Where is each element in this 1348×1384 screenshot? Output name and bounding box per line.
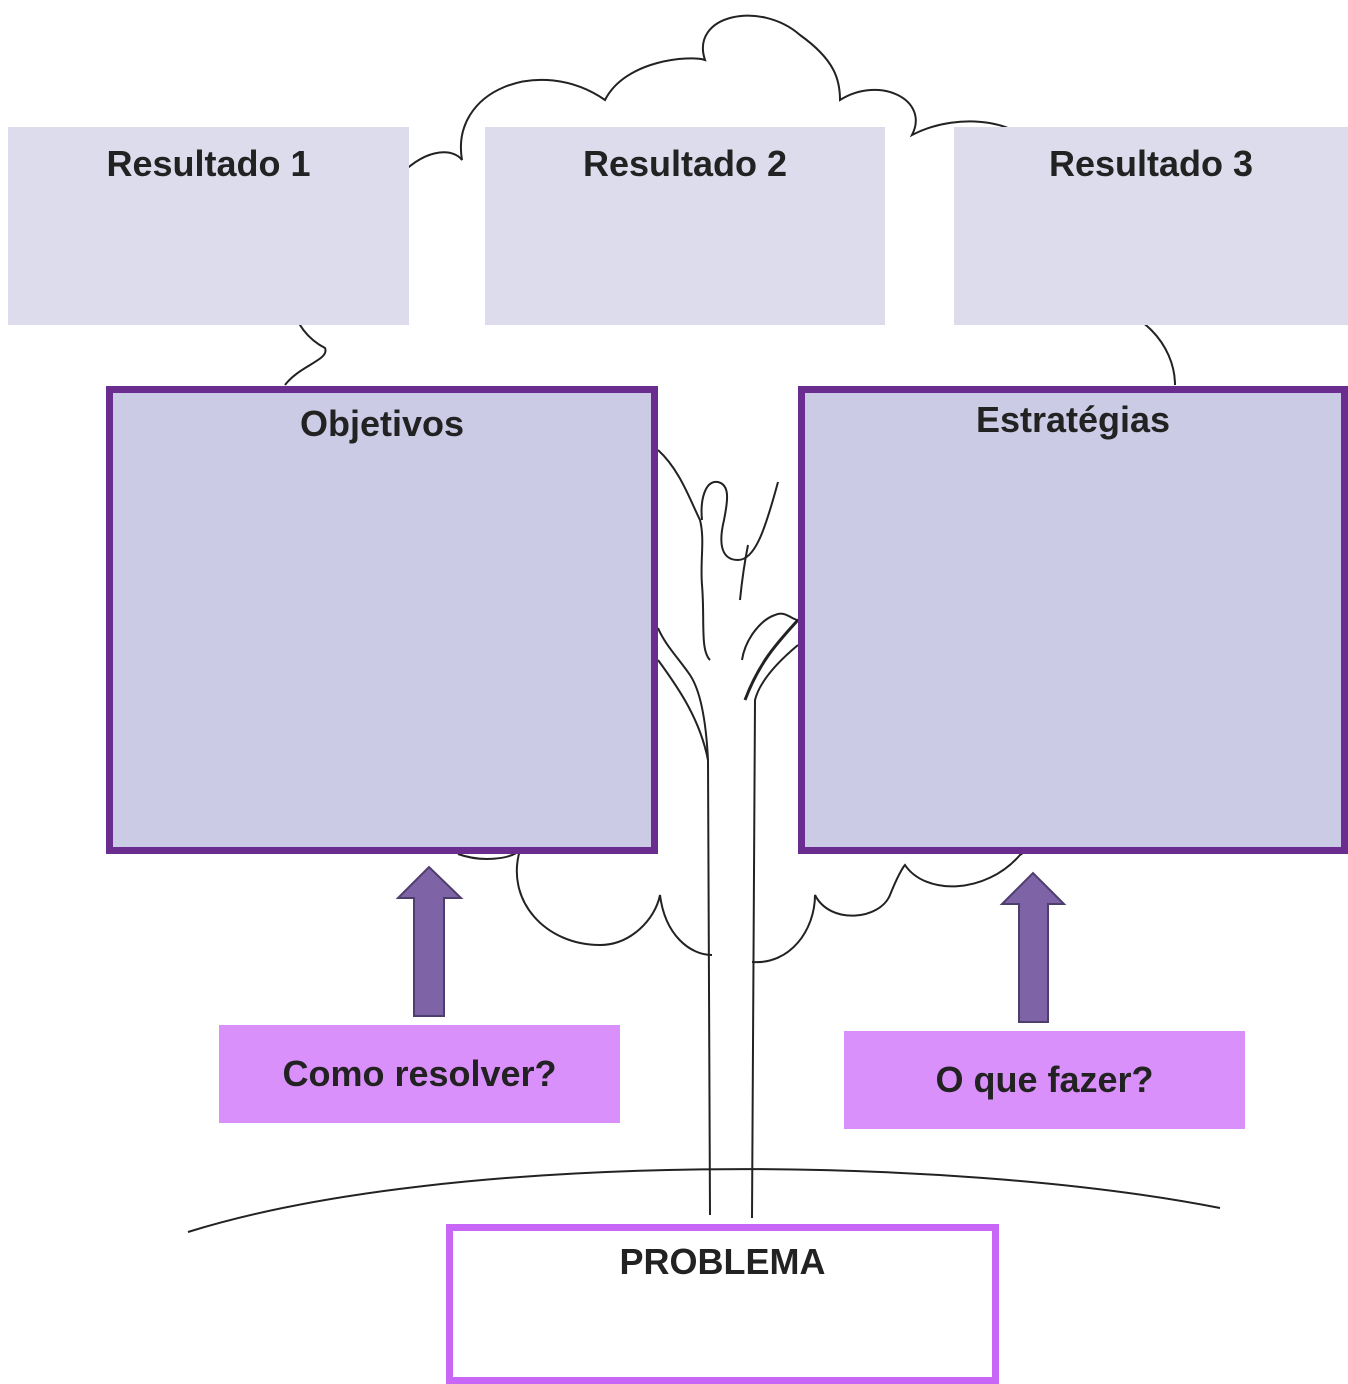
strategies-label: Estratégias xyxy=(975,399,1171,440)
result-2-label: Resultado 2 xyxy=(582,143,788,184)
tree-branch-left xyxy=(657,659,709,761)
strategies-panel: Estratégias xyxy=(798,386,1348,854)
canopy-outline-lower xyxy=(457,841,1041,964)
result-2-box: Resultado 2 xyxy=(485,127,885,325)
problem-label: PROBLEMA xyxy=(619,1241,826,1282)
arrow-up-left xyxy=(395,865,464,1017)
result-3-box: Resultado 3 xyxy=(954,127,1348,325)
question-how-label: Como resolver? xyxy=(282,1053,557,1094)
arrow-up-right xyxy=(999,871,1067,1023)
result-3-label: Resultado 3 xyxy=(1048,143,1254,184)
ground-line xyxy=(187,1168,1221,1233)
tree-branch xyxy=(657,449,711,661)
result-1-label: Resultado 1 xyxy=(106,143,311,184)
question-what-box: O que fazer? xyxy=(844,1031,1245,1129)
question-what-label: O que fazer? xyxy=(935,1059,1154,1100)
question-how-box: Como resolver? xyxy=(219,1025,620,1123)
tree-trunk-right xyxy=(751,644,799,1219)
tree-twig xyxy=(700,480,779,601)
objectives-label: Objetivos xyxy=(299,403,465,444)
tree-branch-2 xyxy=(741,612,799,661)
result-1-box: Resultado 1 xyxy=(8,127,409,325)
tree-branch-right xyxy=(743,618,800,701)
objectives-panel: Objetivos xyxy=(106,386,658,854)
tree-trunk xyxy=(657,627,711,1216)
problem-box: PROBLEMA xyxy=(446,1224,999,1384)
